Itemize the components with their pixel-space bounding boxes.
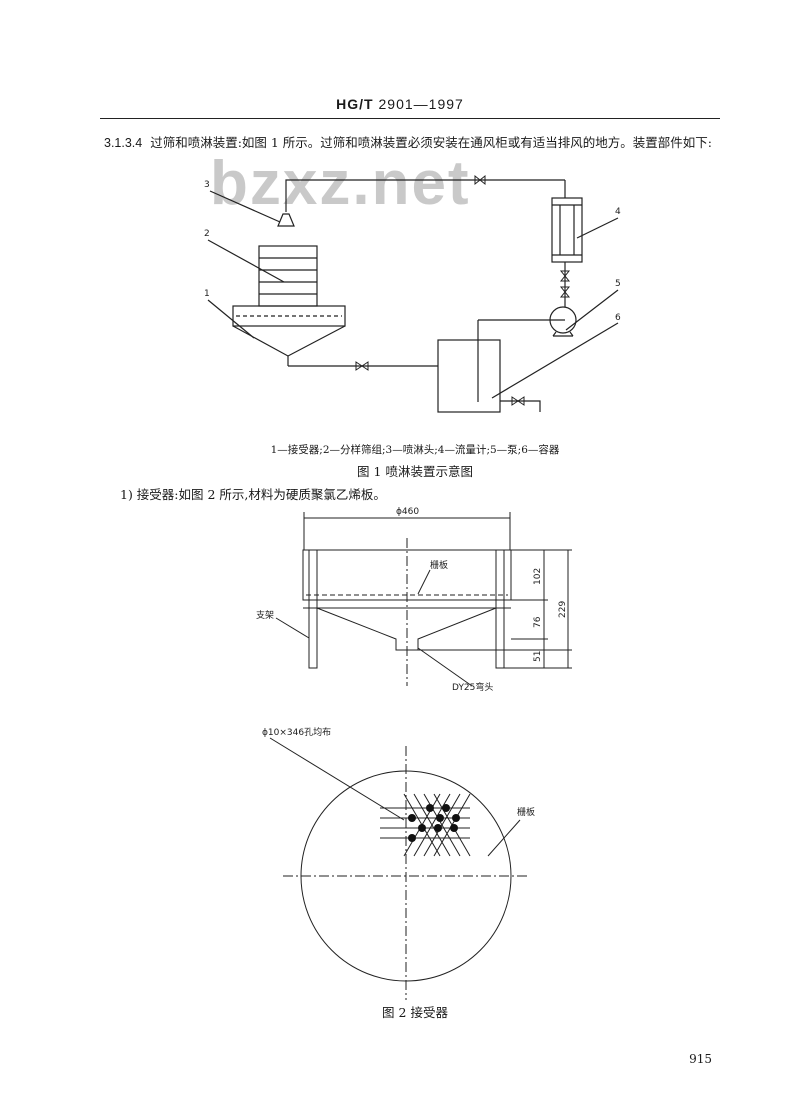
dim-51: 51 — [533, 651, 543, 662]
sieve-stack — [258, 245, 318, 307]
page-header: HG/T 2901—1997 — [0, 96, 800, 112]
section-number: 3.1.3.4 — [104, 136, 143, 150]
dim-102: 102 — [533, 568, 543, 585]
figure1-schematic: 3 2 1 4 5 6 — [204, 174, 621, 413]
label-1: 1 — [204, 289, 210, 299]
figure2-drawing: ϕ460 栅板 支架 DY25弯头 ϕ10×346孔均布 栅板 102 229 … — [256, 507, 572, 1000]
valve-flowmeter — [559, 270, 571, 282]
valve-bottom — [355, 361, 369, 371]
label-holes: ϕ10×346孔均布 — [262, 726, 331, 738]
standard-number: 2901—1997 — [373, 96, 464, 112]
standard-prefix: HG/T — [336, 96, 374, 112]
dim-76: 76 — [533, 616, 543, 628]
flowmeter — [551, 197, 583, 263]
receiver-box — [232, 305, 346, 327]
item1-text: 1) 接受器:如图 2 所示,材料为硬质聚氯乙烯板。 — [120, 487, 386, 502]
figure2-caption: 图 2 接受器 — [382, 1005, 448, 1020]
valve-drain — [511, 396, 525, 406]
container — [437, 339, 501, 413]
header-rule — [100, 118, 720, 119]
label-3: 3 — [204, 180, 210, 190]
page-number: 915 — [689, 1052, 712, 1066]
label-elbow: DY25弯头 — [452, 681, 493, 693]
watermark: bzxz.net — [210, 149, 471, 218]
label-support: 支架 — [256, 609, 274, 621]
label-grid-plan: 栅板 — [517, 806, 535, 818]
section-paragraph: 3.1.3.4 过筛和喷淋装置:如图 1 所示。过筛和喷淋装置必须安装在通风柜或… — [104, 132, 724, 154]
valve-pump — [559, 286, 571, 298]
section-text: 过筛和喷淋装置:如图 1 所示。过筛和喷淋装置必须安装在通风柜或有适当排风的地方… — [150, 135, 713, 150]
valve-top — [474, 174, 486, 186]
label-6: 6 — [615, 313, 621, 323]
label-5: 5 — [615, 279, 621, 289]
dim-diameter: ϕ460 — [396, 507, 419, 517]
figure1-caption: 图 1 喷淋装置示意图 — [357, 464, 473, 479]
spray-head — [277, 213, 295, 227]
dim-229: 229 — [558, 601, 568, 618]
pump — [549, 306, 577, 334]
label-2: 2 — [204, 229, 210, 239]
figure1-legend: 1—接受器;2—分样筛组;3—喷淋头;4—流量计;5—泵;6—容器 — [270, 444, 560, 456]
label-grid: 栅板 — [430, 559, 448, 571]
receiver-funnel — [232, 325, 346, 357]
label-4: 4 — [615, 207, 621, 217]
